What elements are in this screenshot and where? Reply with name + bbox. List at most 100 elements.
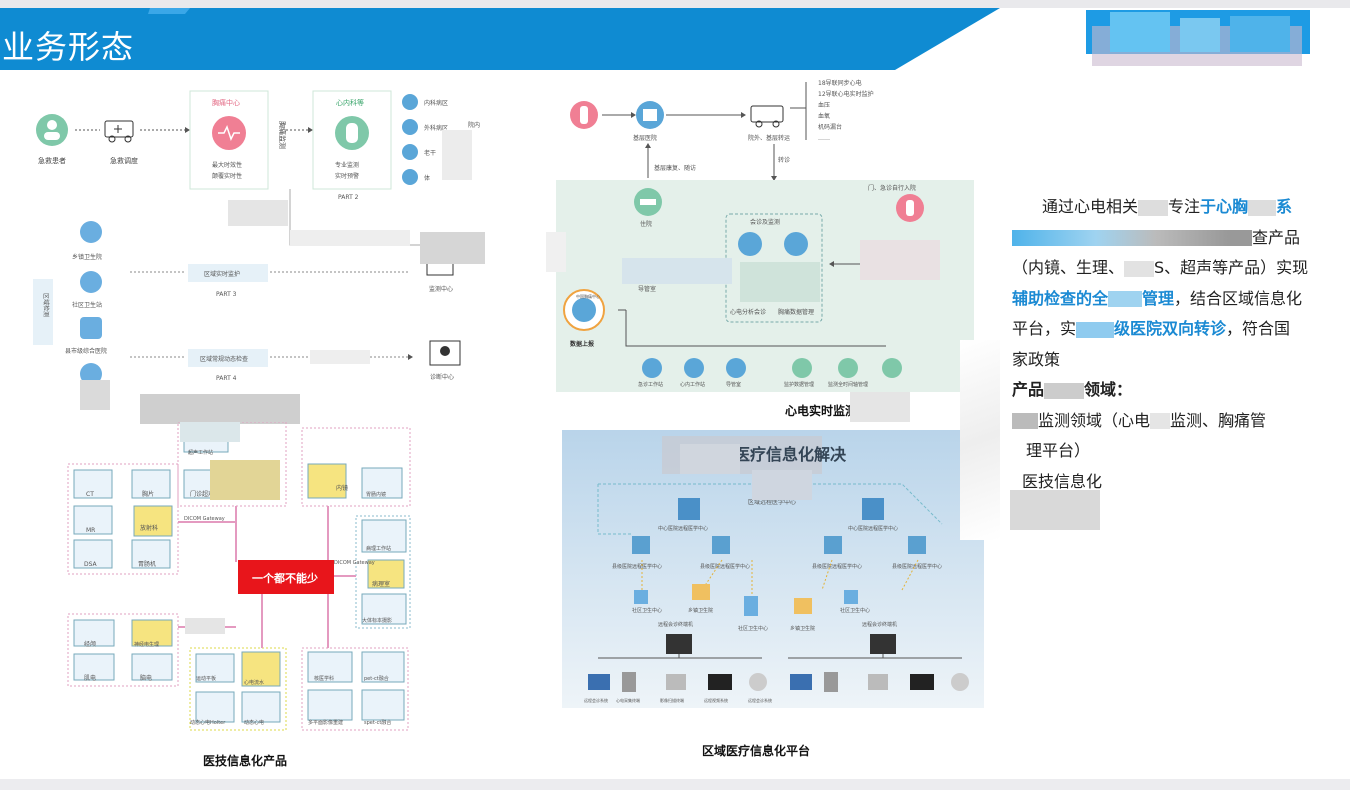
terminal-2 xyxy=(870,634,896,654)
tile-ecg: 心电流水 xyxy=(244,679,264,686)
bottom-icon-label-4: 监护数据管理 xyxy=(784,381,814,388)
terminal-label-2: 远程会诊终端机 xyxy=(862,621,897,628)
desc-p9: 理平台） xyxy=(1026,441,1091,460)
flow1-label: 区域实时监护 xyxy=(204,270,240,278)
dispatch-label: 急救调度 xyxy=(110,156,138,165)
desc-line-4: 辅助检查的全 管理，结合区域信息化 xyxy=(1012,284,1344,315)
cecpc-label: 中国胸痛中心 xyxy=(576,293,600,299)
screen-icon xyxy=(738,232,762,256)
desc-p10: 医技信息化 xyxy=(1022,471,1103,491)
node-low-4: 县级医院远程医学中心 xyxy=(892,563,942,570)
redacted-block xyxy=(680,444,740,474)
tile-spet: spet-ct融合 xyxy=(364,719,391,726)
redacted-block xyxy=(740,262,820,302)
desc-p4-blue: 辅助检查的全 xyxy=(1012,288,1109,308)
dept-side-label: 院内 xyxy=(468,121,480,129)
patient-label: 急救患者 xyxy=(38,156,66,165)
tile-mpr: 多平面影像重建 xyxy=(308,719,343,726)
tile-ct: CT xyxy=(86,491,94,498)
page-title: 业务形态 xyxy=(2,28,135,66)
checklist: 18导联同步心电 12导联心电实时监护 血压 血氧 机码漏台 …… xyxy=(818,79,874,142)
redacted-inline xyxy=(1044,382,1085,399)
cardiology-box xyxy=(312,90,392,190)
redacted-block xyxy=(860,240,940,280)
header-banner: 业务形态 xyxy=(0,8,1350,70)
fig2-caption: 心电实时监测 xyxy=(785,404,858,418)
node-base-5: 社区卫生中心 xyxy=(840,607,870,614)
dept-3: 老干 xyxy=(424,149,436,157)
box2-line2: 实时预警 xyxy=(335,172,359,180)
location-icon xyxy=(784,232,808,256)
redacted-block xyxy=(420,232,485,264)
desc-p2-tail: 查产品 xyxy=(1252,227,1301,247)
diag-center-label: 诊断中心 xyxy=(430,373,454,381)
device-2: 心电采集终端 xyxy=(616,697,640,703)
window-bottom-strip xyxy=(0,779,1350,790)
tile-neuro: 神经电生理 xyxy=(134,641,159,648)
tile-pet: pet-ct融合 xyxy=(364,675,389,682)
desc-line-6: 家政策 xyxy=(1012,345,1344,376)
dept-4: 体 xyxy=(424,174,430,182)
ambulance-icon xyxy=(104,120,134,143)
tile-radiology: 放射科 xyxy=(140,524,158,532)
redacted-block xyxy=(210,460,280,500)
device-3: 影像扫描终端 xyxy=(660,697,684,703)
desc-p4-tail: ，结合区域信息化 xyxy=(1174,288,1303,308)
tile-gi-endoscope: 胃肠内镜 xyxy=(366,491,386,498)
node-low-1: 县级医院远程医学中心 xyxy=(612,563,662,570)
desc-p1-blue2: 系 xyxy=(1276,197,1293,216)
checklist-3: 血压 xyxy=(818,101,830,109)
center-label: 一个都不能少 xyxy=(252,571,318,585)
device-5: 远程会诊系统 xyxy=(748,697,772,703)
tile-us-ws: 超声工作站 xyxy=(188,449,213,456)
desc-line-10: 医技信息化 xyxy=(1012,467,1344,498)
desc-p6: 家政策 xyxy=(1012,349,1061,369)
source-2: 社区卫生站 xyxy=(72,301,102,309)
chest-pain-mgmt-label: 胸痛数据管理 xyxy=(778,308,814,316)
desc-p5-tail: ，符合国 xyxy=(1226,319,1291,338)
redacted-block xyxy=(752,470,812,500)
device-4: 远程视频系统 xyxy=(704,697,728,703)
box2-line1: 专业监测 xyxy=(335,161,359,169)
part4-label: PART 4 xyxy=(216,375,237,382)
banner-shape xyxy=(0,8,1310,70)
desc-p8-tail: 监测、胸痛管 xyxy=(1170,410,1267,430)
node-low-3: 县级医院远程医学中心 xyxy=(812,563,862,570)
bottom-icon-row: 急诊工作站 心内工作站 导管室 监护数据管理 监测全时间轴管理 xyxy=(638,358,902,388)
ecg-consult-label: 心电分析会诊 xyxy=(730,308,766,316)
window-top-strip xyxy=(0,0,1350,8)
redacted-block xyxy=(1010,490,1100,530)
dept-1: 内科病区 xyxy=(424,99,448,107)
monitor-center-label: 监测中心 xyxy=(429,285,453,293)
dept-2: 外科病区 xyxy=(424,124,448,132)
box1-line2: 颠覆实时性 xyxy=(212,172,242,180)
node-base-2: 乡镇卫生院 xyxy=(688,607,713,614)
desc-p5-blue: 级医院双向转诊 xyxy=(1114,319,1227,338)
checklist-4: 血氧 xyxy=(818,112,830,120)
chest-pain-center-box xyxy=(189,90,269,190)
terminal-1 xyxy=(666,634,692,654)
redacted-inline xyxy=(1108,291,1143,307)
side-label: 胸痛监测 xyxy=(278,121,287,149)
redacted-block xyxy=(185,618,225,634)
fig4-title: 医疗信息化解决 xyxy=(734,445,847,464)
redacted-block xyxy=(290,230,410,246)
gateway-2: DICOM Gateway xyxy=(334,560,375,566)
desc-line-8: 监测领域（心电监测、胸痛管 xyxy=(1012,406,1344,437)
redacted-block xyxy=(850,392,910,422)
redacted-inline xyxy=(1012,413,1038,429)
node-top: 区域远程医学中心 xyxy=(748,498,796,506)
redacted-inline xyxy=(1076,321,1115,338)
rehab-label: 基层康复、随访 xyxy=(654,164,696,172)
desc-p4-blue-b: 管理 xyxy=(1142,288,1175,308)
redacted-inline xyxy=(1012,230,1252,246)
referral-label: 转诊 xyxy=(778,156,790,164)
redacted-inline xyxy=(1124,260,1155,277)
box1-title: 胸痛中心 xyxy=(212,98,240,107)
tile-emg: 肌电 xyxy=(84,674,96,682)
tile-dsa: DSA xyxy=(84,561,98,568)
tile-dyn-ecg: 动态心电 xyxy=(244,719,264,726)
box1-line1: 最大时效性 xyxy=(212,161,242,169)
bottom-icon-label-5: 监测全时间轴管理 xyxy=(828,381,868,388)
desc-p3-b: S、超声等产品）实现 xyxy=(1154,258,1309,277)
